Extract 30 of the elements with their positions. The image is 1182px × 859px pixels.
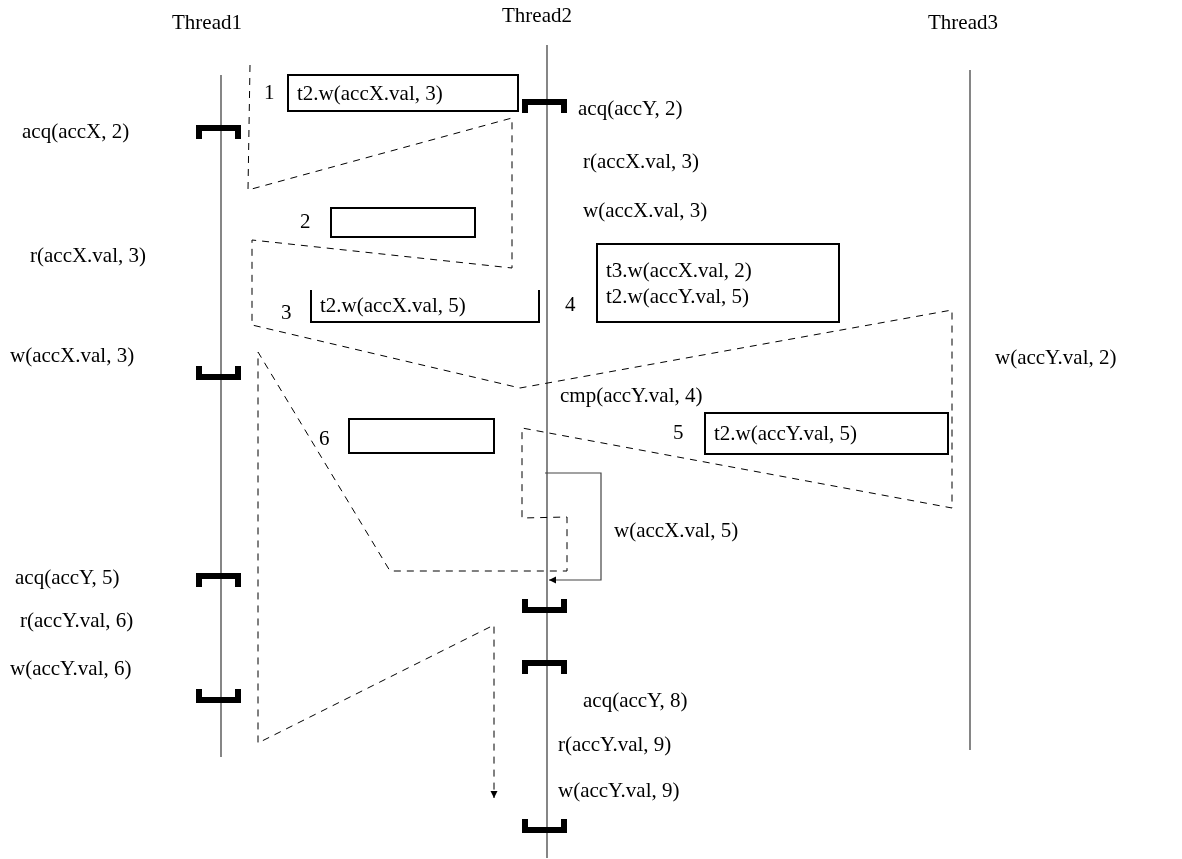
operation-label: acq(accX, 2) (22, 119, 130, 145)
empty-box (330, 207, 476, 238)
operation-label: w(accY.val, 9) (558, 778, 680, 804)
operation-label: w(accY.val, 2) (995, 345, 1117, 371)
operation-label: acq(accY, 2) (578, 96, 683, 122)
operation-label: w(accX.val, 3) (10, 343, 135, 369)
callout-number: 1 (264, 80, 275, 106)
lifeline-heading: Thread1 (172, 10, 242, 36)
operation-label: r(accY.val, 9) (558, 732, 672, 758)
callout-number: 4 (565, 292, 576, 318)
operation-label: r(accX.val, 3) (583, 149, 699, 175)
operation-label: acq(accY, 8) (583, 688, 688, 714)
callout-number: 2 (300, 209, 311, 235)
lifeline-heading: Thread2 (502, 3, 572, 29)
operation-label: w(accY.val, 6) (10, 656, 132, 682)
operation-label: r(accX.val, 3) (30, 243, 146, 269)
operation-box: t2.w(accX.val, 3) (287, 74, 519, 112)
operation-box: t2.w(accY.val, 5) (704, 412, 949, 455)
operation-box: t2.w(accX.val, 5) (310, 290, 540, 323)
operation-label: r(accY.val, 6) (20, 608, 134, 634)
operation-label: w(accX.val, 3) (583, 198, 708, 224)
empty-box (348, 418, 495, 454)
operation-label: acq(accY, 5) (15, 565, 120, 591)
callout-number: 5 (673, 420, 684, 446)
operation-box: t3.w(accX.val, 2) t2.w(accY.val, 5) (596, 243, 840, 323)
lifeline-heading: Thread3 (928, 10, 998, 36)
callout-number: 6 (319, 426, 330, 452)
callout-number: 3 (281, 300, 292, 326)
operation-label: w(accX.val, 5) (614, 518, 739, 544)
operation-label: cmp(accY.val, 4) (560, 383, 703, 409)
